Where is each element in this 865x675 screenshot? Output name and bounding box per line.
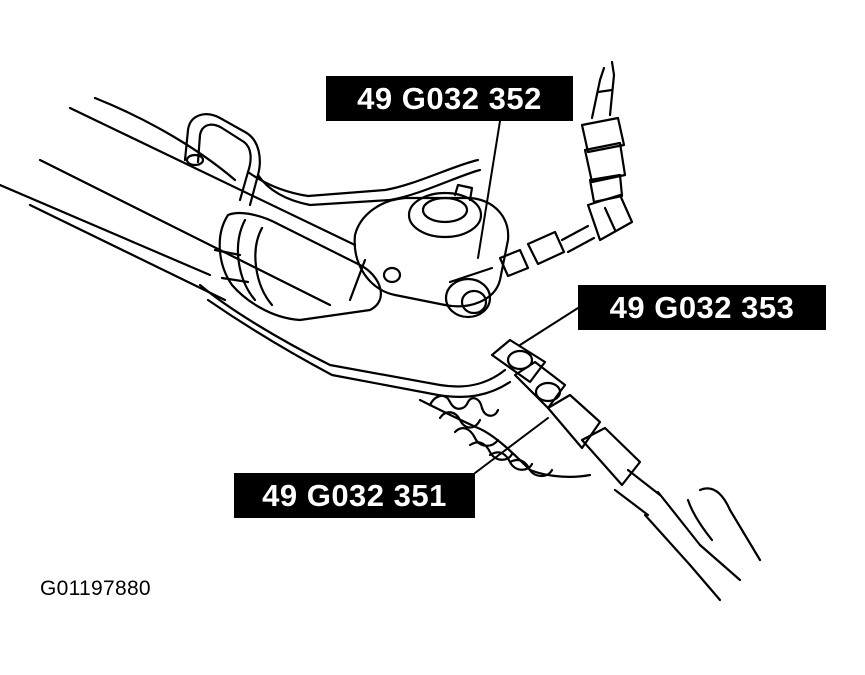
rack-boot xyxy=(418,394,592,478)
tool-label-352: 49 G032 352 xyxy=(326,76,573,121)
tool-353-351-fittings xyxy=(490,338,762,602)
pinion-valve-body xyxy=(348,183,510,308)
rack-cover xyxy=(213,211,382,322)
tool-label-353: 49 G032 353 xyxy=(578,285,826,330)
upper-pipe xyxy=(183,113,482,207)
lower-pipe xyxy=(198,283,512,398)
tool-352-fitting xyxy=(444,60,634,319)
tool-label-351: 49 G032 351 xyxy=(234,473,475,518)
leader-lines xyxy=(474,120,579,474)
rack-housing xyxy=(0,96,357,307)
figure-id: G01197880 xyxy=(40,577,151,600)
